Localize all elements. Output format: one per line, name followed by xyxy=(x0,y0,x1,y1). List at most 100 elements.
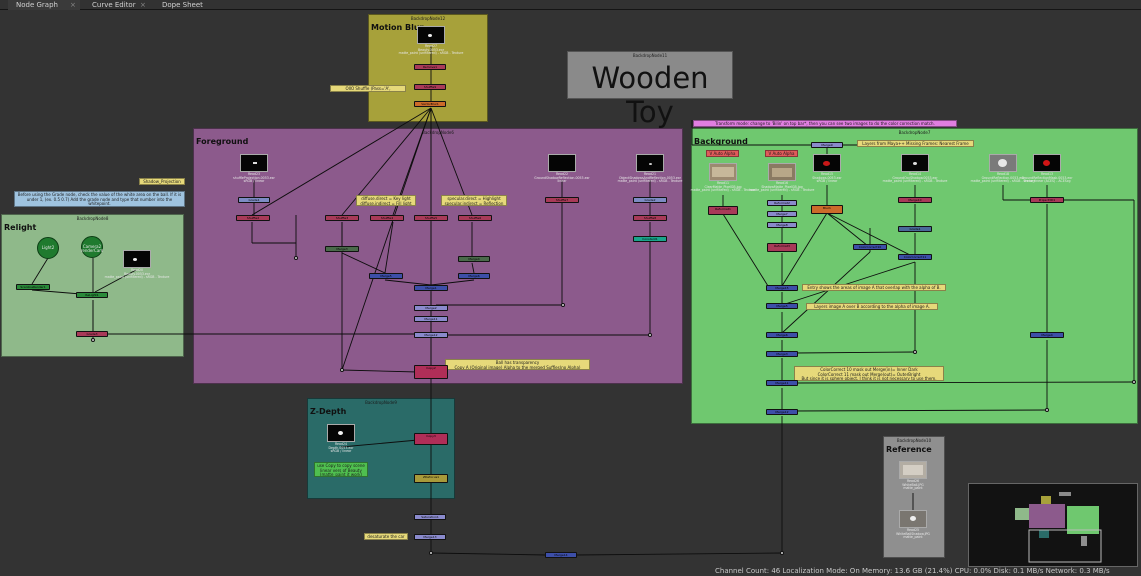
grade-node[interactable]: Grade1 xyxy=(238,197,270,203)
merge-node[interactable]: Merge6 xyxy=(458,273,490,279)
merge-node[interactable]: Merge2 xyxy=(414,305,448,311)
shuffle-node[interactable]: Shuffle6 xyxy=(458,215,492,221)
panel-tab-bar: Node Graph × Curve Editor × Dope Sheet xyxy=(0,0,1141,10)
merge-node[interactable]: Merge14 xyxy=(545,552,577,558)
dot-node[interactable] xyxy=(913,350,917,354)
sticky-note[interactable]: Layers from Maya++ Missing Frames: Neare… xyxy=(857,140,974,147)
node-label: Grade1 xyxy=(909,227,921,231)
dot-node[interactable] xyxy=(648,333,652,337)
tab-node-graph[interactable]: Node Graph xyxy=(8,0,80,10)
reformat-node[interactable]: Reformat1 xyxy=(708,206,738,215)
grade-node[interactable]: Grade3 xyxy=(76,331,108,337)
shuffle-node[interactable]: Shuffle5 xyxy=(414,215,448,221)
sticky-note[interactable]: specular.direct = Highlight specular.ind… xyxy=(441,195,507,206)
merge-node[interactable]: Merge4 xyxy=(458,256,490,262)
sticky-note[interactable]: ColorCorrect 10 mask out Merge(in)= Inne… xyxy=(794,366,944,381)
title-backdrop[interactable]: BackdropNode11 Wooden Toy xyxy=(567,51,733,129)
relight-node[interactable]: ReLight1 xyxy=(76,292,108,298)
merge-node[interactable]: Merge5 xyxy=(766,303,798,309)
colorcorrect-node[interactable]: ColorCorrect10 xyxy=(853,244,887,250)
tab-dope-sheet[interactable]: Dope Sheet xyxy=(154,0,214,10)
node-label: Constant1 xyxy=(642,237,658,241)
sticky-note[interactable]: Entry shows the areas of image A that ov… xyxy=(802,284,946,291)
close-icon[interactable]: × xyxy=(140,1,146,9)
merge-node[interactable]: Merge6 xyxy=(766,332,798,338)
sticky-note[interactable]: Shadow_Projection ↓ xyxy=(139,178,185,185)
merge-node[interactable]: Merge8 xyxy=(767,222,797,228)
node-label: Reformat3 xyxy=(774,244,790,248)
reformat-node[interactable]: Merge7 xyxy=(767,211,797,217)
constant-node[interactable]: Constant1 xyxy=(633,236,667,242)
merge-node[interactable]: Merge3 xyxy=(766,351,798,357)
reformat-node[interactable]: Reformat3 xyxy=(767,243,797,252)
merge-node[interactable]: Merge11 xyxy=(766,380,798,386)
node-label: Grade1 xyxy=(248,198,260,202)
sticky-note[interactable]: V Auto Alpha xyxy=(706,150,739,157)
camera-node[interactable]: Camera2 renderCam xyxy=(81,236,103,258)
shuffle-node[interactable]: Shuffle4 xyxy=(370,215,404,221)
node-label: Reformat1 xyxy=(715,207,731,211)
dot-node[interactable] xyxy=(561,303,565,307)
node-graph-minimap[interactable] xyxy=(968,483,1138,567)
copy-node[interactable]: Copy2 xyxy=(414,365,448,379)
shuffle-node[interactable]: Project3D1 xyxy=(1030,197,1064,203)
read-label: Read16 ShadowMatte_PixelGB.jpg matte_pai… xyxy=(749,181,815,193)
light-node[interactable]: Light2 xyxy=(37,237,59,259)
shuffle-node[interactable]: Shuffle8 xyxy=(633,215,667,221)
dot-node[interactable] xyxy=(1045,408,1049,412)
merge-node[interactable]: Merge3 xyxy=(325,246,359,252)
merge-node[interactable]: Merge4 xyxy=(1030,332,1064,338)
sticky-note[interactable]: Before using the Grade node, check the v… xyxy=(14,191,185,207)
shuffle-node[interactable]: Merge10 xyxy=(898,197,932,203)
sticky-note[interactable]: diffuse.direct = Key light diffuse.indir… xyxy=(356,195,416,206)
node-label: Merge6 xyxy=(776,333,788,337)
tab-curve-editor[interactable]: Curve Editor xyxy=(84,0,150,10)
merge-node[interactable]: Merge9 xyxy=(811,142,843,148)
colorcorrect-node[interactable]: ColorCorrect11 xyxy=(898,254,932,260)
node-label: Copy2 xyxy=(426,366,436,370)
remove-node[interactable]: Remove1 xyxy=(414,64,446,70)
merge-node[interactable]: Merge1 xyxy=(414,285,448,291)
vectorblur-node[interactable]: VectorBlur1 xyxy=(414,101,446,107)
copy-node[interactable]: Copy3 xyxy=(414,433,448,445)
dot-node[interactable] xyxy=(429,551,433,555)
grade-node[interactable]: Merge13 xyxy=(414,534,446,540)
merge-node[interactable]: Merge15 xyxy=(766,285,798,291)
backdrop-reference[interactable]: BackdropNode10 Reference xyxy=(883,436,945,558)
shuffle-node[interactable]: Shuffle9 xyxy=(414,84,446,90)
grade-node[interactable]: Grade1 xyxy=(898,226,932,232)
read-thumbnail xyxy=(240,154,268,172)
node-label: ColorCorrect11 xyxy=(903,255,927,259)
dot-node[interactable] xyxy=(294,256,298,260)
read-thumbnail xyxy=(548,154,576,172)
sticky-note[interactable]: OIIO Shuffle (Pass='A', type='Shuffle') xyxy=(330,85,406,92)
sticky-note[interactable]: Ball has transparency Copy A (Original i… xyxy=(445,359,590,370)
reformat-node[interactable]: Reformat2 xyxy=(767,200,797,206)
sticky-note[interactable]: desaturate the car xyxy=(364,533,408,540)
node-label: Merge15 xyxy=(775,286,789,290)
grade-node[interactable]: Grade2 xyxy=(633,197,667,203)
shuffle-node[interactable]: Shuffle2 xyxy=(236,215,270,221)
merge-node[interactable]: Merge12 xyxy=(414,332,448,338)
sticky-note[interactable]: use Copy to copy scene linear vers of Be… xyxy=(314,462,368,477)
dot-node[interactable] xyxy=(1132,380,1136,384)
dot-node[interactable] xyxy=(780,551,784,555)
scanlinerender-node[interactable]: ScanlineRender1 xyxy=(16,284,50,290)
dot-node[interactable] xyxy=(340,368,344,372)
node-label: Light2 xyxy=(41,245,55,250)
sticky-note[interactable]: Layers image A over B according to the a… xyxy=(806,303,938,310)
blur-node[interactable]: Blur1 xyxy=(811,205,843,214)
sticky-note[interactable]: Transform mode: change to 'Bilin' on top… xyxy=(693,120,957,127)
read-thumbnail xyxy=(901,154,929,172)
merge-node[interactable]: Merge5 xyxy=(369,273,403,279)
shuffle-node[interactable]: Shuffle3 xyxy=(325,215,359,221)
backdrop-label: BackdropNode9 xyxy=(365,400,397,405)
saturation-node[interactable]: Saturation1 xyxy=(414,514,446,520)
shuffle-node[interactable]: Shuffle7 xyxy=(545,197,579,203)
dot-node[interactable] xyxy=(91,338,95,342)
zdefocus-node[interactable]: ZDefocus1 xyxy=(414,474,448,483)
merge-node[interactable]: Merge11 xyxy=(414,316,448,322)
close-icon[interactable]: × xyxy=(70,1,76,9)
merge-node[interactable]: Merge12 xyxy=(766,409,798,415)
sticky-note[interactable]: V Auto Alpha xyxy=(765,150,798,157)
